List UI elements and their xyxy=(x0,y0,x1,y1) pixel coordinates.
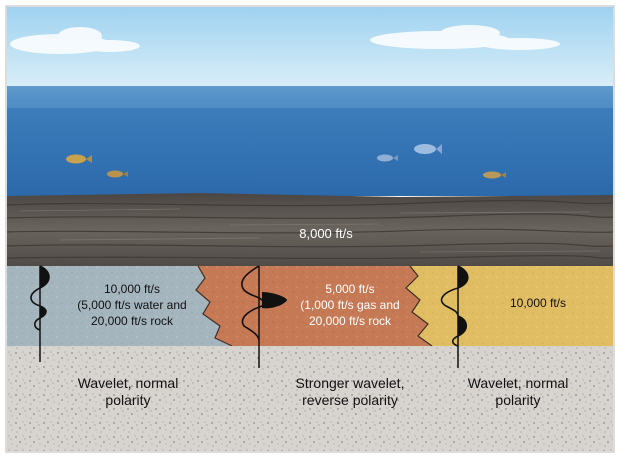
gas-zone-detail-1: (1,000 ft/s gas and xyxy=(300,298,399,312)
water-rock-layer xyxy=(7,266,232,346)
wavelet-3-caption-line2: polarity xyxy=(495,392,540,408)
water-zone-velocity: 10,000 ft/s xyxy=(104,282,160,296)
fish-icon xyxy=(66,154,92,164)
cloud-icon xyxy=(370,25,560,50)
boundary-left xyxy=(195,265,233,347)
gas-zone-detail-2: 20,000 ft/s rock xyxy=(309,314,392,328)
wavelet-icon xyxy=(241,265,287,368)
shale-layer xyxy=(7,193,613,266)
gas-rock-layer xyxy=(196,266,432,346)
shale-velocity-label: 8,000 ft/s xyxy=(299,226,353,241)
wavelet-2-caption-line1: Stronger wavelet, xyxy=(296,375,405,391)
tight-zone-velocity: 10,000 ft/s xyxy=(510,296,566,310)
gas-zone-velocity: 5,000 ft/s xyxy=(325,282,374,296)
cloud-icon xyxy=(10,27,140,54)
wavelet-2-caption-line2: reverse polarity xyxy=(302,392,398,408)
water-zone-detail-2: 20,000 ft/s rock xyxy=(91,314,174,328)
water-zone-detail-1: (5,000 ft/s water and xyxy=(77,298,186,312)
fish-icon xyxy=(377,154,398,162)
fish-icon xyxy=(107,170,128,178)
wavelet-3-caption-line1: Wavelet, normal xyxy=(468,375,569,391)
fish-icon xyxy=(483,171,506,179)
shale-bedding xyxy=(6,199,614,260)
fish-icon xyxy=(414,144,442,154)
boundary-right xyxy=(405,265,433,347)
wavelet-1-caption-line1: Wavelet, normal xyxy=(78,375,179,391)
sea-water xyxy=(7,86,613,196)
sea-surface xyxy=(7,86,613,108)
basement-rock xyxy=(7,346,613,451)
wavelet-1-caption-line2: polarity xyxy=(105,392,150,408)
wavelet-icon xyxy=(30,265,50,362)
wavelet-icon xyxy=(440,265,469,368)
